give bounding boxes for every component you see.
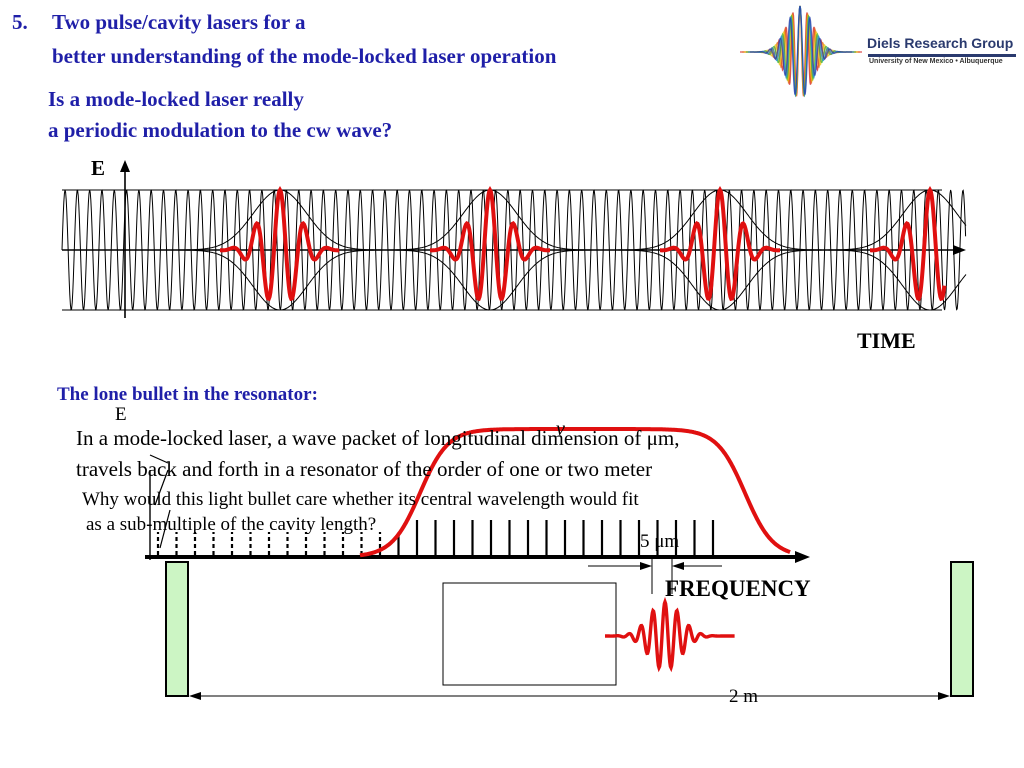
red-pulse-2 xyxy=(430,185,550,302)
logo-subtitle: University of New Mexico • Albuquerque xyxy=(869,58,1003,65)
e-axis-label: E xyxy=(91,156,106,180)
why-question-line-2: as a sub-multiple of the cavity length? xyxy=(86,514,377,535)
question-line-2: a periodic modulation to the cw wave? xyxy=(48,118,393,142)
right-mirror xyxy=(950,561,974,697)
logo-name: Diels Research Group xyxy=(867,35,1014,51)
slide-title-line-2: better understanding of the mode-locked … xyxy=(52,44,557,68)
why-question-line-1: Why would this light bullet care whether… xyxy=(82,489,639,510)
slide-number: 5. xyxy=(12,10,28,34)
cavity-arrowhead-right xyxy=(938,692,950,700)
slide-title-line-1: Two pulse/cavity lasers for a xyxy=(52,10,306,34)
red-pulse-3 xyxy=(660,185,780,302)
spectral-envelope xyxy=(359,427,791,558)
time-axis-arrowhead xyxy=(953,245,966,255)
spectrum-e-axis-label: E xyxy=(115,404,127,425)
cavity-length-label: 2 m xyxy=(729,686,759,707)
e-axis-arrowhead xyxy=(120,160,130,172)
left-mirror xyxy=(165,561,189,697)
spectrum-scribble-3 xyxy=(159,509,171,549)
cw-wave xyxy=(61,189,967,311)
nu-label: ν xyxy=(556,418,565,440)
question-line-1: Is a mode-locked laser really xyxy=(48,87,304,111)
spectrum-scribble-1 xyxy=(149,454,169,464)
cavity-arrowhead-left xyxy=(189,692,201,700)
gain-medium-box xyxy=(442,582,617,686)
red-pulse-1 xyxy=(220,185,340,302)
pulse-length-arrowhead-left xyxy=(640,562,652,570)
time-axis-label: TIME xyxy=(857,328,916,353)
spectrum-scribble-2 xyxy=(154,469,169,506)
paragraph-line-1: In a mode-locked laser, a wave packet of… xyxy=(76,426,680,450)
pulse-length-label: 5 μm xyxy=(640,531,680,552)
frequency-axis-label: FREQUENCY xyxy=(665,576,811,601)
pulse-length-arrowhead-right xyxy=(672,562,684,570)
logo-underline xyxy=(868,54,1016,57)
logo-wave-strand xyxy=(750,5,852,95)
red-pulse-4 xyxy=(870,185,947,302)
light-bullet-pulse xyxy=(605,596,735,673)
section-heading: The lone bullet in the resonator: xyxy=(57,384,318,405)
frequency-axis-arrowhead xyxy=(795,551,810,563)
paragraph-line-2: travels back and forth in a resonator of… xyxy=(76,457,653,481)
